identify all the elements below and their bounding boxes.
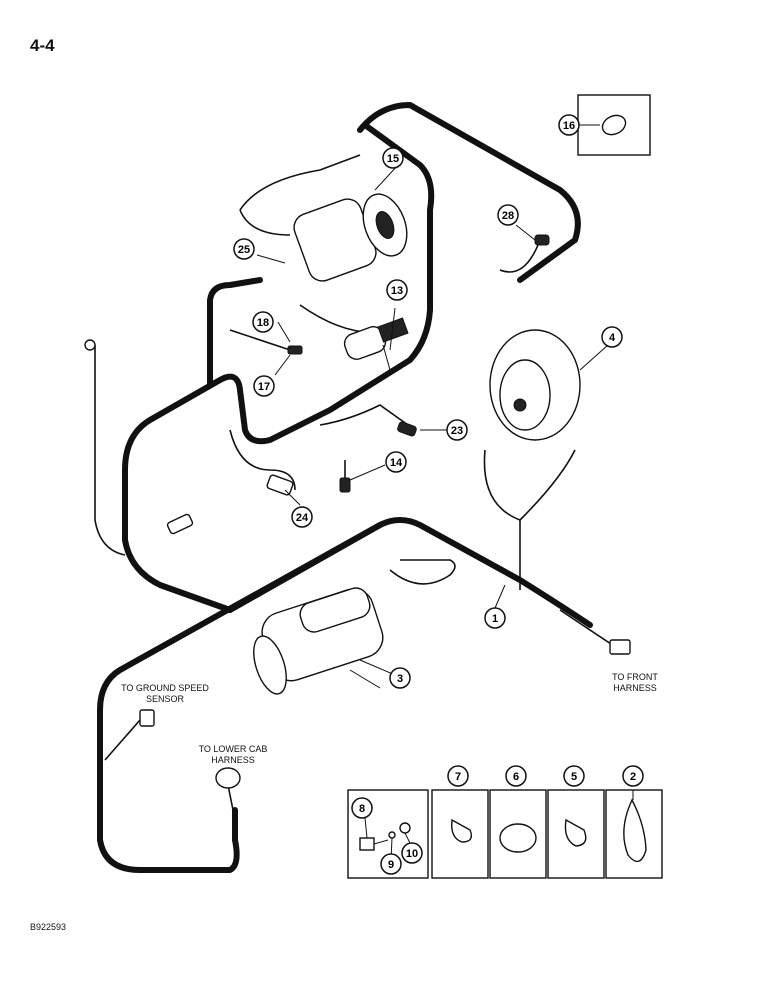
callout-2: 2	[622, 765, 644, 787]
callout-4: 4	[601, 326, 623, 348]
svg-text:13: 13	[391, 285, 403, 297]
svg-text:16: 16	[563, 120, 575, 132]
ring-terminal-left	[84, 339, 96, 351]
callout-5: 5	[563, 765, 585, 787]
alternator	[489, 329, 581, 441]
wire-sensor-17	[229, 329, 291, 351]
svg-text:6: 6	[513, 771, 519, 783]
callout-3: 3	[389, 667, 411, 689]
connector-front	[609, 639, 631, 655]
callout-23: 23	[446, 419, 468, 441]
wire-left-connector	[94, 345, 126, 556]
label-front-harness: TO FRONT HARNESS	[612, 672, 658, 693]
sensor-17	[287, 345, 303, 355]
svg-text:17: 17	[258, 381, 270, 393]
svg-text:8: 8	[359, 803, 365, 815]
fuel-solenoid	[343, 317, 409, 360]
wire-sensor-23	[319, 404, 416, 431]
svg-text:1: 1	[492, 613, 498, 625]
callout-14: 14	[385, 451, 407, 473]
svg-text:18: 18	[257, 317, 269, 329]
main-harness	[357, 102, 581, 283]
wire-sensor-28	[499, 239, 541, 273]
svg-text:5: 5	[571, 771, 577, 783]
wire-compressor	[239, 154, 361, 236]
bulb-16	[601, 114, 627, 136]
callout-17: 17	[253, 375, 275, 397]
svg-text:4: 4	[609, 332, 616, 344]
sensor-28	[534, 234, 550, 246]
callout-1: 1	[484, 607, 506, 629]
callout-9: 9	[380, 853, 402, 875]
svg-text:2: 2	[630, 771, 636, 783]
svg-text:15: 15	[387, 153, 399, 165]
wire-starter	[389, 559, 456, 585]
callout-28: 28	[497, 204, 519, 226]
callout-13: 13	[386, 279, 408, 301]
connector-24	[266, 474, 294, 496]
svg-text:10: 10	[406, 848, 418, 860]
wire-alternator	[483, 449, 576, 521]
callout-16: 16	[558, 114, 580, 136]
harness-engine-branch	[207, 277, 263, 388]
callout-8: 8	[351, 797, 373, 819]
upper-harness-loop	[122, 122, 435, 613]
svg-text:7: 7	[455, 771, 461, 783]
svg-text:25: 25	[238, 244, 250, 256]
sensor-14	[339, 477, 351, 493]
callout-6: 6	[505, 765, 527, 787]
svg-text:3: 3	[397, 673, 403, 685]
callout-24: 24	[291, 506, 313, 528]
harness-cab-loop	[97, 522, 383, 873]
callout-25: 25	[233, 238, 255, 260]
svg-text:28: 28	[502, 210, 514, 222]
svg-text:14: 14	[390, 457, 403, 469]
svg-text:24: 24	[296, 512, 309, 524]
callout-18: 18	[252, 311, 274, 333]
svg-text:23: 23	[451, 425, 463, 437]
wire-temp-sender	[229, 429, 296, 491]
callout-10: 10	[401, 842, 423, 864]
sensor-23	[397, 421, 417, 437]
callout-7: 7	[447, 765, 469, 787]
starter-motor	[253, 587, 384, 695]
page-number: 4-4	[30, 36, 55, 55]
label-ground-speed-sensor: TO GROUND SPEED SENSOR	[121, 683, 209, 704]
wire-ground-speed	[104, 719, 141, 761]
harness-lower-loop	[227, 517, 593, 628]
wire-lower-cab	[227, 784, 236, 821]
svg-text:9: 9	[388, 859, 394, 871]
ac-compressor	[293, 193, 408, 282]
callout-15: 15	[382, 147, 404, 169]
connector-left	[166, 513, 194, 535]
figure-id: B922593	[30, 922, 67, 932]
label-lower-cab-harness: TO LOWER CAB HARNESS	[198, 744, 268, 765]
connector-lower-cab	[215, 767, 241, 789]
connector-ground-speed	[139, 709, 155, 727]
